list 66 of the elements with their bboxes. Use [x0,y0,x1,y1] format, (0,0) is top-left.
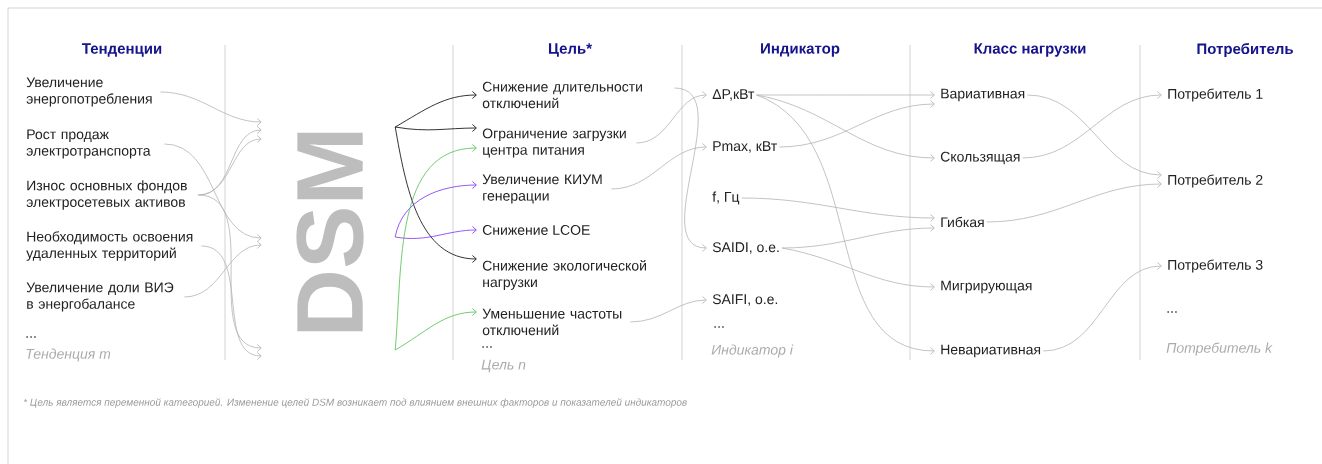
item-text: Pmax, кВт [713,141,777,153]
ellipsis: ... [482,346,492,348]
arrow [756,91,935,99]
arrow [201,245,262,360]
arrow [781,224,935,249]
item-text: Невариативная [941,344,1041,358]
placeholder-text: Цель n [481,359,526,373]
item-text: Потребитель 2 [1168,174,1263,188]
ellipsis: ... [714,326,724,328]
column-heading: Цель* [549,43,592,57]
ellipsis: ... [1167,311,1177,313]
item-text: Необходимость освоения удаленных территорий [26,231,193,261]
item-text: Снижение длительности отключений [482,81,642,109]
item-text: SAIFI, о.е. [712,294,778,306]
arrow [394,308,477,351]
item-text: Рост продаж электротранспорта [26,129,151,159]
arrow [394,124,477,132]
arrow [779,100,935,148]
arrow [781,247,935,291]
arrow [756,94,935,162]
column-heading: Потребитель [1197,42,1293,58]
item-text: Увеличение доли ВИЭ в энергобалансе [26,282,174,312]
arrow [986,180,1162,223]
item-text: ΔP,кВт [712,89,755,101]
vertical-title: DSM [296,132,364,332]
item-text: Гибкая [941,216,984,228]
arrow [394,226,477,239]
column-heading: Тенденции [82,43,162,57]
footnote: * Цель является переменной категорией. Изменение целей DSM возникает под влиянием внешних факторов и показателей индикаторов [23,398,687,408]
arrow [160,91,262,126]
item-text: Скользящая [940,151,1020,165]
item-text: SAIDI, о.е. [712,242,779,254]
placeholder-text: Потребитель k [1166,342,1273,356]
item-text: Уменьшение частоты отключений [482,308,622,336]
arrow [198,194,262,352]
arrow [611,143,707,190]
item-text: Ограничение загрузки центра питания [482,128,626,158]
arrow [394,91,477,128]
item-text: Мигрирующая [941,280,1032,294]
arrow [394,126,477,263]
item-text: Снижение экологической нагрузки [482,260,646,290]
arrow [164,143,262,242]
arrow [394,181,477,238]
placeholder-text: Индикатор i [711,344,794,358]
arrow [1022,91,1162,159]
column-heading: Класс нагрузки [974,43,1086,57]
arrow [636,91,707,144]
item-text: f, Гц [712,191,740,205]
item-text: Потребитель 3 [1168,259,1263,273]
item-text: Снижение LCOE [482,225,590,235]
item-text: Увеличение КИУМ генерации [482,174,602,204]
arrow [741,197,935,222]
arrow [184,241,262,298]
item-text: Износ основных фондов электросетевых активов [26,180,187,210]
ellipsis: ... [26,336,36,338]
arrow [1042,262,1162,352]
item-text: Потребитель 1 [1168,88,1263,102]
arrow [394,144,477,351]
column-heading: Индикатор [761,43,840,57]
arrow [674,87,707,252]
arrow [756,94,935,355]
arrow [630,296,707,323]
arrow [1027,94,1162,179]
item-text: Увеличение энергопотребления [26,77,152,107]
placeholder-text: Тенденция m [26,348,111,362]
item-text: Вариативная [941,88,1025,102]
